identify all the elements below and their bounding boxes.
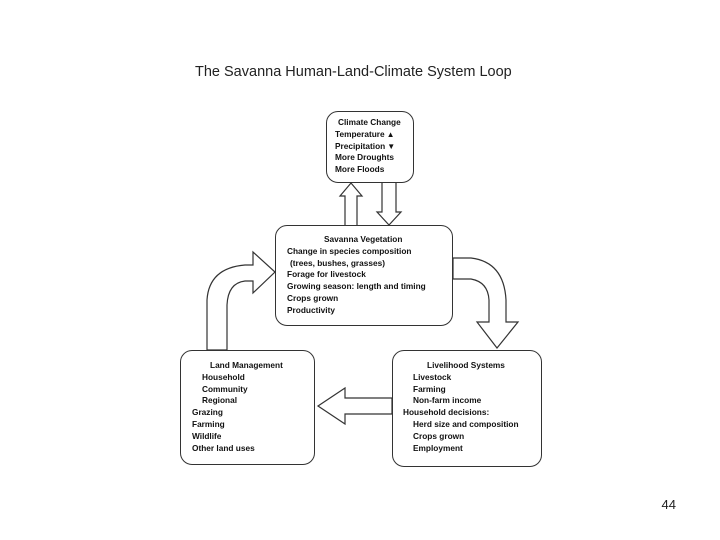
- land-use-item: Farming: [192, 418, 225, 429]
- decrease-arrow-icon: ▼: [387, 141, 396, 151]
- climate-line-precipitation: Precipitation▼: [335, 141, 413, 153]
- climate-change-box: Climate Change Temperature▲ Precipitatio…: [326, 111, 414, 183]
- livelihood-scale-item: Livestock: [413, 371, 452, 382]
- savanna-line: Change in species composition: [287, 245, 412, 256]
- arrow-land-to-savanna: [206, 250, 276, 351]
- livelihood-systems-heading: Livelihood Systems: [427, 360, 505, 370]
- savanna-line: (trees, bushes, grasses): [290, 257, 385, 268]
- livelihood-scale-item: Non-farm income: [413, 395, 482, 406]
- climate-change-heading: Climate Change: [338, 117, 401, 127]
- household-decision-item: Herd size and composition: [413, 418, 519, 429]
- climate-line-droughts: More Droughts: [335, 152, 394, 163]
- land-use-item: Other land uses: [192, 442, 255, 453]
- land-scale-item: Regional: [202, 395, 238, 406]
- land-scale-item: Community: [202, 383, 248, 394]
- climate-line-temperature: Temperature▲: [335, 129, 413, 141]
- savanna-line: Growing season: length and timing: [287, 281, 426, 292]
- page-number: 44: [661, 497, 676, 512]
- land-scale-item: Household: [202, 371, 245, 382]
- arrow-livelihood-to-land: [316, 386, 393, 426]
- savanna-vegetation-box: Savanna Vegetation Change in species com…: [275, 225, 453, 326]
- arrow-climate-to-savanna: [375, 183, 403, 226]
- land-management-heading: Land Management: [210, 360, 283, 370]
- savanna-line: Forage for livestock: [287, 269, 366, 280]
- savanna-vegetation-heading: Savanna Vegetation: [324, 234, 403, 244]
- land-use-item: Wildlife: [192, 430, 222, 441]
- climate-line-temperature-text: Temperature: [335, 128, 385, 139]
- household-decisions-label: Household decisions:: [403, 407, 490, 418]
- household-decision-item: Employment: [413, 442, 463, 453]
- land-management-box: Land Management Household Community Regi…: [180, 350, 315, 465]
- diagram-title: The Savanna Human-Land-Climate System Lo…: [195, 64, 512, 80]
- savanna-line: Crops grown: [287, 292, 339, 303]
- arrow-savanna-to-livelihood: [452, 257, 520, 349]
- livelihood-scale-item: Farming: [413, 383, 446, 394]
- livelihood-systems-box: Livelihood Systems Livestock Farming Non…: [392, 350, 542, 467]
- increase-arrow-icon: ▲: [386, 129, 395, 139]
- climate-line-floods: More Floods: [335, 164, 385, 175]
- savanna-line: Productivity: [287, 304, 335, 315]
- arrow-savanna-to-climate: [338, 182, 364, 225]
- climate-line-precipitation-text: Precipitation: [335, 140, 386, 151]
- household-decision-item: Crops grown: [413, 430, 465, 441]
- land-use-item: Grazing: [192, 407, 223, 418]
